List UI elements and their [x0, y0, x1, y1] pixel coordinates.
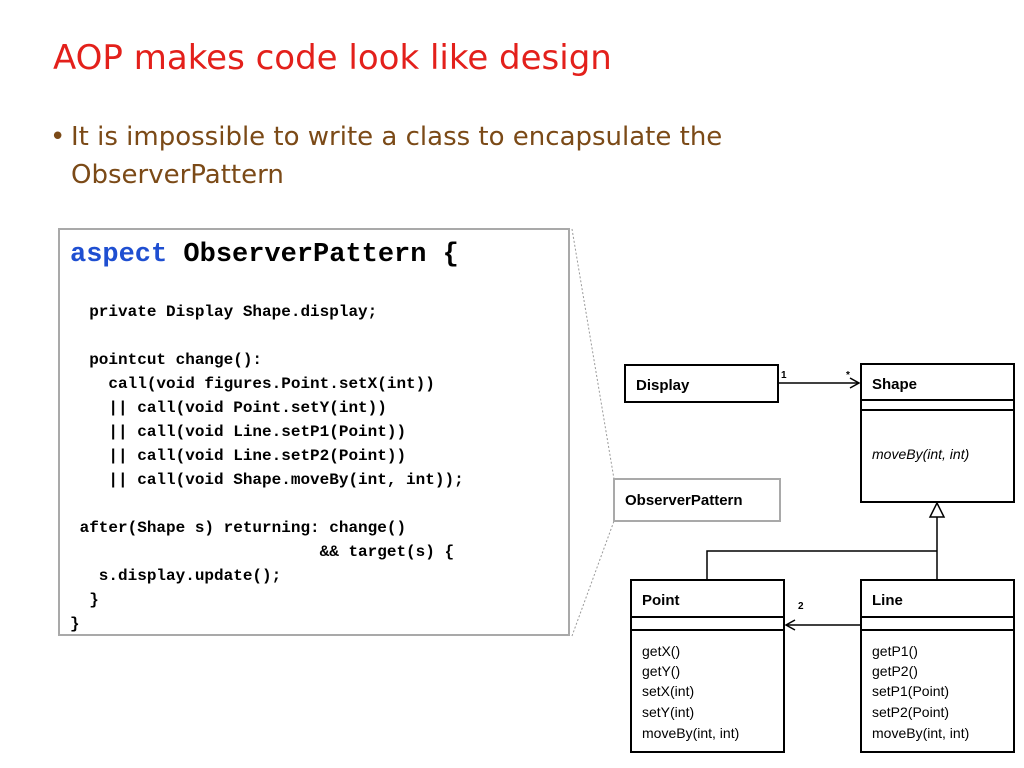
bullet-point: • It is impossible to write a class to e…: [50, 118, 810, 194]
uml-class-line: Line getP1() getP2() setP1(Point) setP2(…: [860, 579, 1015, 753]
observerpattern-name: ObserverPattern: [625, 492, 743, 509]
code-line: after(Shape s) returning: change(): [70, 519, 407, 537]
point-operation: getY(): [642, 663, 680, 679]
code-keyword: aspect: [70, 240, 168, 270]
bullet-dot: •: [50, 122, 66, 152]
code-line: || call(void Shape.moveBy(int, int));: [70, 471, 464, 489]
shape-class-name: Shape: [872, 376, 917, 393]
generalization-connector: [706, 501, 946, 580]
uml-class-shape: Shape moveBy(int, int): [860, 363, 1015, 503]
line-operation: getP2(): [872, 663, 918, 679]
uml-class-point: Point getX() getY() setX(int) setY(int) …: [630, 579, 785, 753]
code-box: aspect ObserverPattern { private Display…: [58, 228, 570, 636]
uml-class-display: Display: [624, 364, 779, 403]
generalization-arrowhead: [928, 501, 946, 518]
point-operation: setY(int): [642, 704, 694, 720]
code-line: pointcut change():: [70, 351, 263, 369]
line-operation: setP1(Point): [872, 683, 949, 699]
display-class-name: Display: [636, 377, 690, 394]
line-class-name: Line: [872, 592, 903, 609]
slide-title: AOP makes code look like design: [53, 38, 612, 78]
bullet-text: It is impossible to write a class to enc…: [71, 122, 723, 190]
code-line: call(void figures.Point.setX(int)): [70, 375, 435, 393]
point-operation: setX(int): [642, 683, 694, 699]
code-line: s.display.update();: [70, 567, 282, 585]
code-line: || call(void Line.setP2(Point)): [70, 447, 407, 465]
uml-aspect-observerpattern: ObserverPattern: [613, 478, 781, 522]
point-operation: moveBy(int, int): [642, 725, 739, 741]
line-operation: moveBy(int, int): [872, 725, 969, 741]
multiplicity-shape-end: *: [846, 370, 850, 381]
callout-line-top: [571, 228, 615, 480]
callout-line-bottom: [571, 520, 615, 637]
code-line: private Display Shape.display;: [70, 303, 378, 321]
multiplicity-line-point: 2: [798, 601, 804, 612]
code-header: aspect ObserverPattern {: [70, 240, 459, 270]
code-body: private Display Shape.display; pointcut …: [70, 300, 464, 636]
point-operation: getX(): [642, 643, 680, 659]
shape-operation: moveBy(int, int): [872, 446, 969, 462]
code-header-rest: ObserverPattern {: [167, 240, 459, 270]
code-line: || call(void Line.setP1(Point)): [70, 423, 407, 441]
point-class-name: Point: [642, 592, 680, 609]
multiplicity-display-end: 1: [781, 370, 787, 381]
code-line: && target(s) {: [70, 543, 455, 561]
line-operation: setP2(Point): [872, 704, 949, 720]
code-line: || call(void Point.setY(int)): [70, 399, 387, 417]
code-line: }: [70, 591, 99, 609]
line-operation: getP1(): [872, 643, 918, 659]
code-line: }: [70, 615, 80, 633]
